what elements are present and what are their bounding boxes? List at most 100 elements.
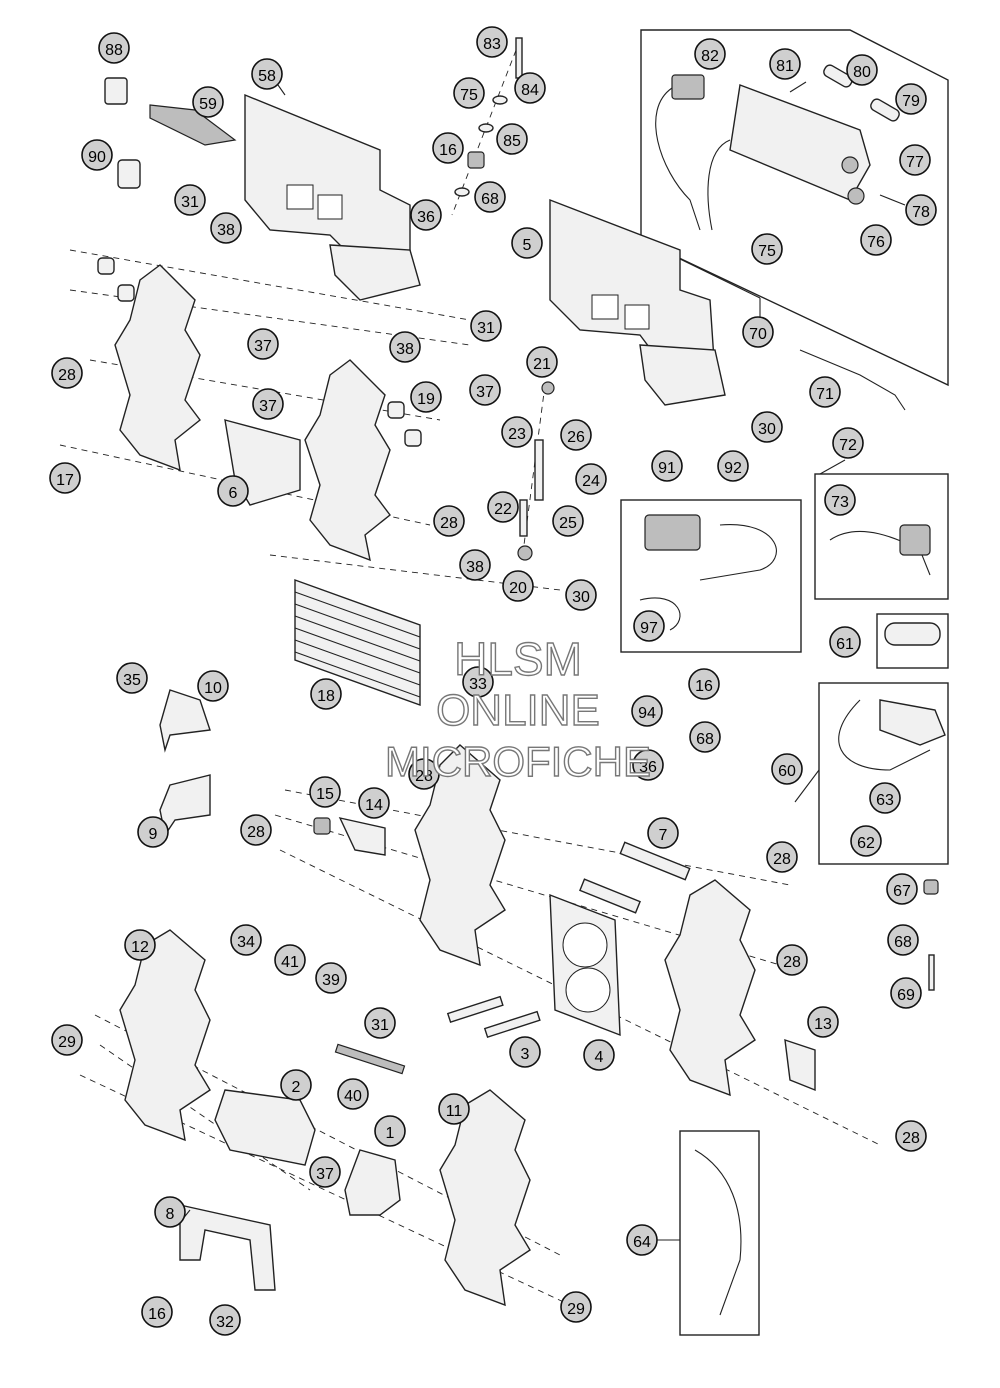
svg-text:40: 40: [344, 1088, 362, 1105]
callout-6: 6: [217, 475, 249, 507]
svg-text:19: 19: [417, 391, 435, 408]
svg-text:58: 58: [258, 68, 276, 85]
bracket-9: [159, 774, 211, 837]
svg-text:37: 37: [254, 338, 272, 355]
battery-kit-91-box: [644, 514, 701, 551]
bolt-69: [928, 954, 935, 991]
svg-text:20: 20: [509, 580, 527, 597]
svg-text:76: 76: [867, 234, 885, 251]
svg-text:21: 21: [533, 356, 551, 373]
svg-text:69: 69: [897, 987, 915, 1004]
svg-text:94: 94: [638, 705, 656, 722]
kit-72-switch: [899, 524, 931, 556]
svg-text:37: 37: [476, 384, 494, 401]
svg-text:16: 16: [439, 142, 457, 159]
svg-text:62: 62: [857, 835, 875, 852]
svg-text:10: 10: [204, 680, 222, 697]
svg-text:15: 15: [316, 786, 334, 803]
svg-text:38: 38: [396, 341, 414, 358]
plate-14: [338, 817, 386, 856]
callout-28: 28: [776, 944, 808, 976]
svg-text:92: 92: [724, 460, 742, 477]
callout-75: 75: [751, 233, 783, 265]
callout-23: 23: [501, 416, 533, 448]
svg-text:38: 38: [466, 559, 484, 576]
watermark-line-1: HLSM: [454, 633, 582, 685]
callout-13: 13: [807, 1006, 839, 1038]
sensor-64-cable: [694, 1149, 742, 1316]
callout-1: 1: [374, 1115, 406, 1147]
svg-text:78: 78: [912, 204, 930, 221]
callout-69: 69: [890, 977, 922, 1009]
callout-59: 59: [192, 86, 224, 118]
svg-text:7: 7: [659, 827, 668, 844]
callout-16: 16: [432, 132, 464, 164]
callout-28: 28: [766, 841, 798, 873]
svg-text:91: 91: [658, 460, 676, 477]
callout-16: 16: [141, 1296, 173, 1328]
callout-34: 34: [230, 924, 262, 956]
svg-text:67: 67: [893, 883, 911, 900]
callout-21: 21: [526, 346, 558, 378]
callout-91: 91: [651, 450, 683, 482]
spacer-left-b: [117, 284, 135, 302]
svg-text:70: 70: [749, 326, 767, 343]
svg-text:75: 75: [758, 243, 776, 260]
svg-text:72: 72: [839, 437, 857, 454]
callout-58: 58: [251, 58, 283, 90]
bracket-10: [159, 689, 211, 753]
svg-text:81: 81: [776, 58, 794, 75]
callout-28: 28: [240, 814, 272, 846]
callout-12: 12: [124, 929, 156, 961]
callout-20: 20: [502, 570, 534, 602]
svg-text:6: 6: [229, 485, 238, 502]
svg-text:23: 23: [508, 426, 526, 443]
callout-38: 38: [389, 331, 421, 363]
callout-33: 33: [462, 666, 494, 698]
switch-90: [117, 159, 141, 189]
callout-61: 61: [829, 626, 861, 658]
svg-text:16: 16: [695, 678, 713, 695]
svg-text:28: 28: [902, 1130, 920, 1147]
callout-41: 41: [274, 944, 306, 976]
svg-text:1: 1: [386, 1125, 395, 1142]
svg-text:33: 33: [469, 676, 487, 693]
svg-text:2: 2: [292, 1079, 301, 1096]
svg-text:64: 64: [633, 1234, 651, 1251]
callout-5: 5: [511, 227, 543, 259]
kit-boxes: [620, 29, 949, 1336]
cable-71: [799, 349, 906, 411]
svg-text:8: 8: [166, 1206, 175, 1223]
strip-40: [334, 1043, 406, 1075]
callout-82: 82: [694, 38, 726, 70]
svg-text:25: 25: [559, 515, 577, 532]
side-plate-12: [119, 929, 211, 1142]
svg-text:28: 28: [247, 824, 265, 841]
bolt-3a: [446, 995, 504, 1024]
svg-text:5: 5: [523, 237, 532, 254]
callout-90: 90: [81, 139, 113, 171]
svg-text:36: 36: [417, 209, 435, 226]
watermark-line-2: ONLINE: [436, 686, 600, 735]
callout-79: 79: [895, 83, 927, 115]
svg-text:36: 36: [639, 759, 657, 776]
svg-text:14: 14: [365, 797, 383, 814]
plate-59: [149, 104, 237, 146]
callouts: 88 59 58 90 31 38 83 84 75 85 16 68 36 8…: [49, 26, 937, 1336]
svg-text:11: 11: [446, 1103, 463, 1120]
grommet-67: [923, 879, 939, 895]
kit-box-61: [876, 613, 949, 669]
gauge-60: [879, 699, 946, 746]
svg-text:29: 29: [58, 1034, 76, 1051]
svg-text:9: 9: [149, 826, 158, 843]
kit-box-64: [679, 1130, 760, 1336]
callout-32: 32: [209, 1304, 241, 1336]
module-81: [655, 64, 900, 231]
callout-30: 30: [565, 579, 597, 611]
callout-78: 78: [905, 194, 937, 226]
callout-8: 8: [154, 1196, 186, 1228]
callout-29: 29: [560, 1291, 592, 1323]
callout-68: 68: [474, 181, 506, 213]
svg-text:59: 59: [199, 96, 217, 113]
